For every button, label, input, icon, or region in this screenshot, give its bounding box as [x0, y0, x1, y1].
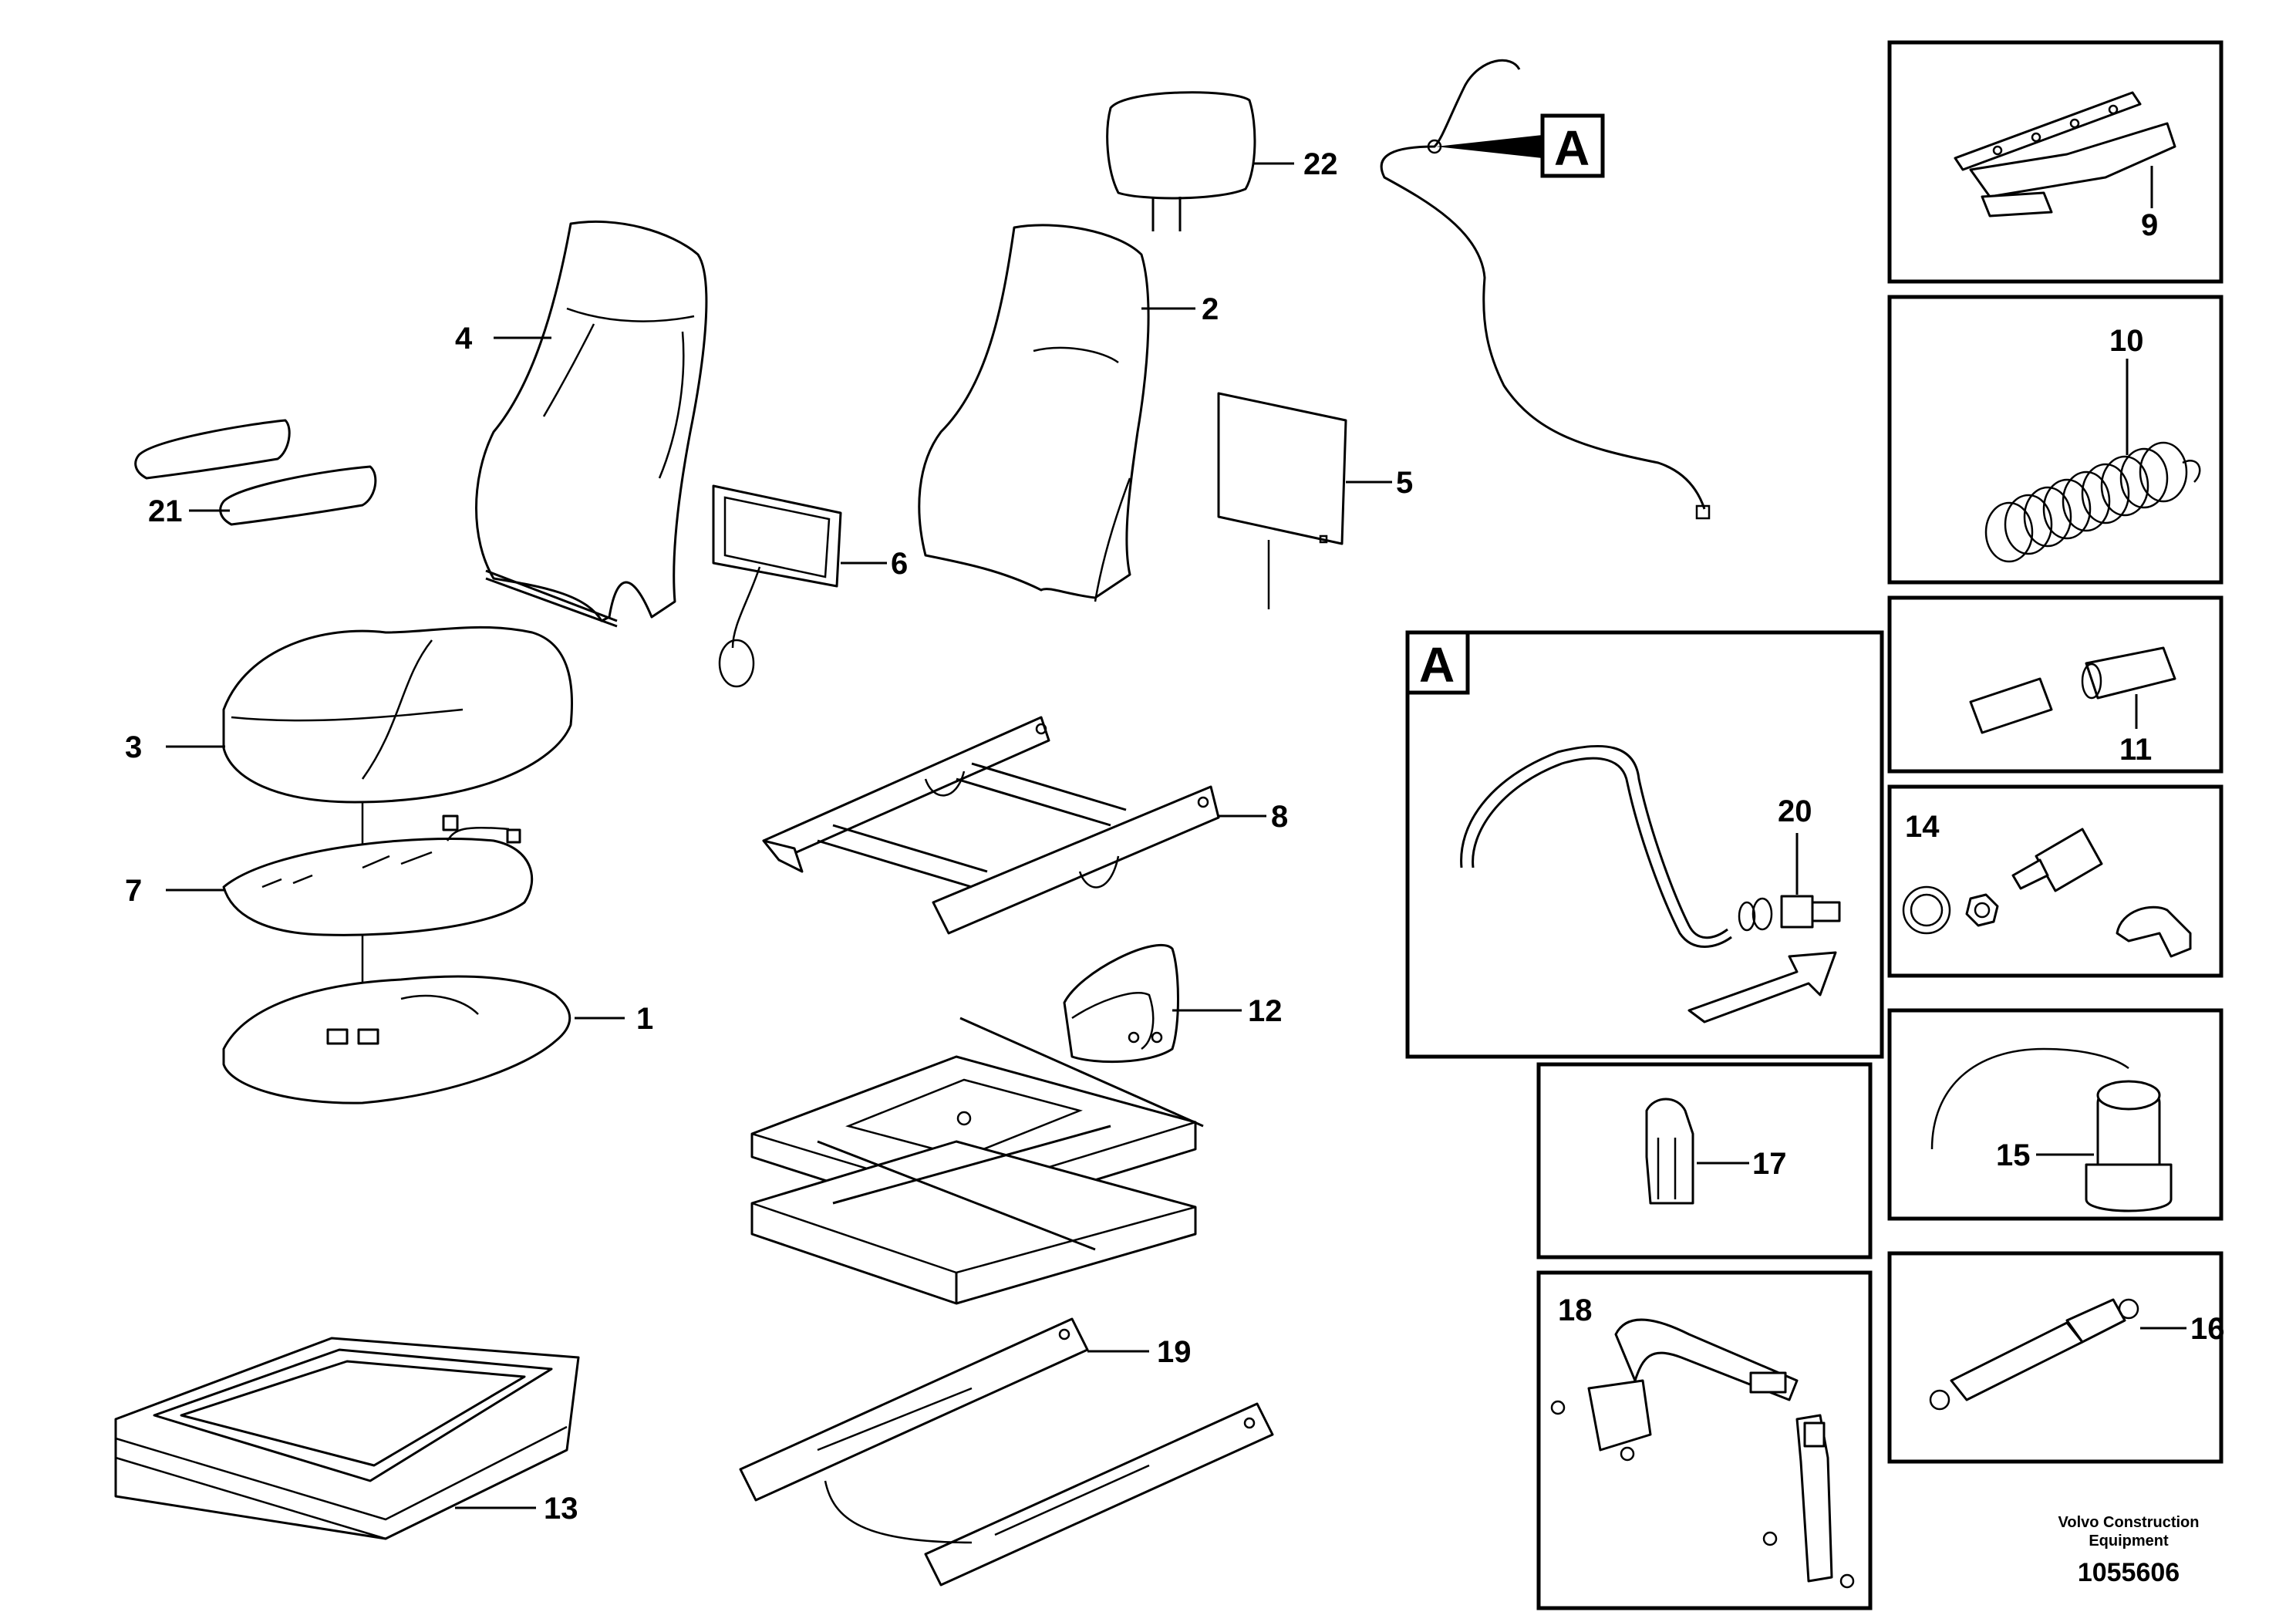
part-9-box [1887, 40, 2224, 284]
detail-a-box-letter: A [1419, 637, 1455, 693]
part-10-spring [1984, 441, 2201, 563]
label-11: 11 [2119, 733, 2152, 767]
detail-a-box [1405, 630, 1884, 1059]
label-16: 16 [2190, 1312, 2225, 1346]
label-8: 8 [1271, 800, 1288, 834]
part-18-box [1536, 1270, 1873, 1610]
part-14-valve-kit [1902, 828, 2192, 958]
part-15-box [1887, 1008, 2224, 1221]
part-16-gas-spring [1929, 1298, 2139, 1411]
detail-a-tag-letter: A [1554, 120, 1590, 176]
part-17-clip [1645, 1098, 1694, 1205]
document-number: 1055606 [2078, 1558, 2180, 1587]
label-13: 13 [544, 1492, 578, 1526]
label-21: 21 [148, 494, 183, 528]
part-9-hinge [1954, 91, 2176, 218]
label-10: 10 [2109, 324, 2144, 358]
part-4-seat-back-cover [475, 220, 708, 628]
part-11-bushings [1969, 646, 2176, 734]
label-14: 14 [1905, 810, 1940, 844]
part-20-hose-fitting [1460, 744, 1841, 948]
label-20: 20 [1778, 794, 1812, 828]
label-17: 17 [1752, 1147, 1787, 1181]
part-2-seat-back [918, 224, 1150, 602]
label-3: 3 [125, 730, 142, 764]
part-19-seat-rails [739, 1317, 1274, 1587]
detail-a-pointer [1436, 135, 1542, 158]
part-3-seat-cushion [222, 626, 573, 804]
label-2: 2 [1202, 292, 1219, 326]
detail-a-tag [1540, 113, 1605, 178]
label-9: 9 [2141, 208, 2158, 242]
label-19: 19 [1157, 1335, 1192, 1369]
label-22: 22 [1303, 147, 1338, 181]
detail-a-box-tag [1405, 630, 1470, 695]
credit-line-1: Volvo Construction [2058, 1514, 2200, 1531]
part-22-headrest [1106, 91, 1256, 231]
part-16-box [1887, 1251, 2224, 1464]
part-14-box [1887, 784, 2224, 978]
part-8-slide-frame [762, 716, 1220, 935]
label-15: 15 [1996, 1138, 2031, 1172]
part-21-armrest-pads [134, 419, 377, 526]
detail-a-direction-arrow [1687, 951, 1837, 1023]
label-5: 5 [1396, 466, 1413, 500]
label-1: 1 [636, 1002, 653, 1036]
label-18: 18 [1558, 1293, 1593, 1327]
credit-line-2: Equipment [2089, 1533, 2169, 1549]
part-1-seat-pan [222, 975, 571, 1104]
part-7-heater-mat [222, 814, 534, 936]
part-15-sensor [1930, 1047, 2173, 1212]
part-6-label-card [712, 484, 842, 688]
part-5-sheet [1217, 392, 1347, 609]
label-6: 6 [891, 547, 908, 581]
part-18-seat-belt [1550, 1318, 1855, 1589]
label-4: 4 [455, 322, 473, 356]
part-10-box [1887, 295, 2224, 585]
part-12-suspension [750, 943, 1204, 1305]
air-hose [1380, 59, 1711, 520]
label-12: 12 [1248, 994, 1283, 1028]
label-7: 7 [125, 874, 142, 908]
part-13-base-frame [114, 1337, 580, 1540]
part-17-box [1536, 1062, 1873, 1259]
part-11-box [1887, 595, 2224, 774]
